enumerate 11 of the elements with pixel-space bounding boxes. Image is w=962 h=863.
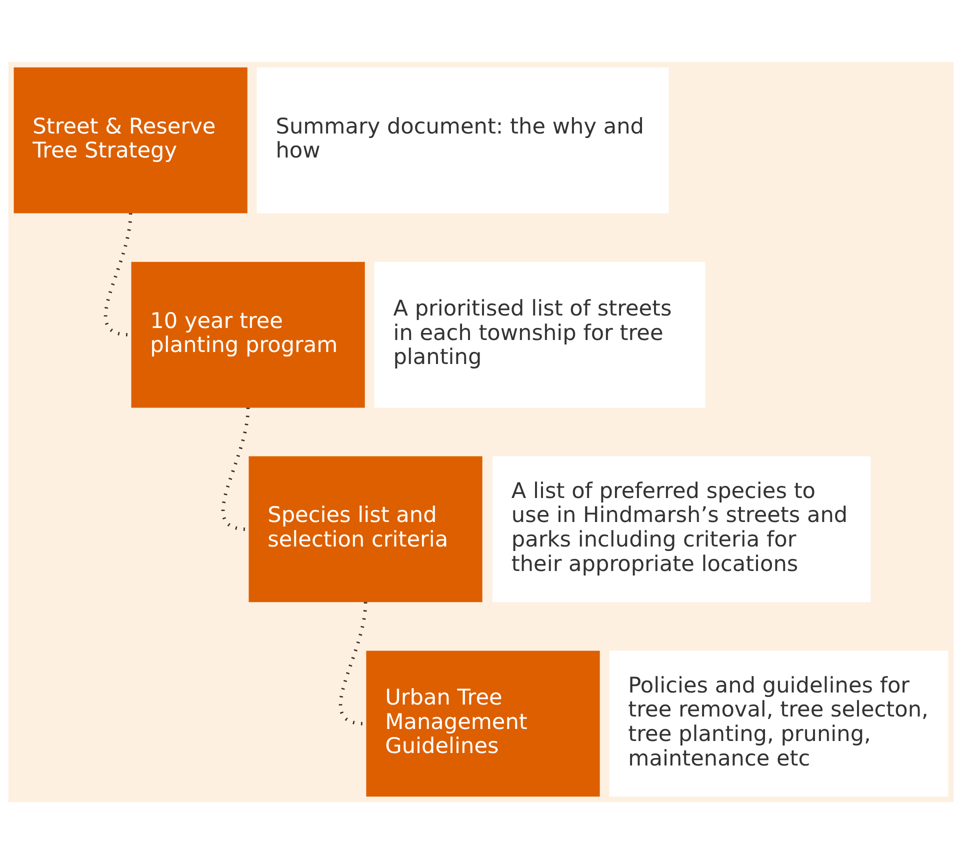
node-box: A prioritised list of streets in each township for tree planting [374,261,706,408]
node-box: Species list and selection criteria [248,456,482,602]
connector [338,602,368,725]
connector [104,212,132,336]
node-box: Summary document: the why and how [256,66,669,213]
node-box: A list of preferred species to use in Hindmarsh’s streets and parks including criteria for their appropriate locations [492,456,871,602]
node-box: Urban Tree Management Guidelines [366,650,600,796]
connector [221,407,250,530]
node-box: Policies and guidelines for tree removal, tree selecton, tree planting, pruning, maintenance etc [609,650,948,796]
node-box: Street & Reserve Tree Strategy [14,66,248,213]
node-box: 10 year tree planting program [131,261,365,408]
